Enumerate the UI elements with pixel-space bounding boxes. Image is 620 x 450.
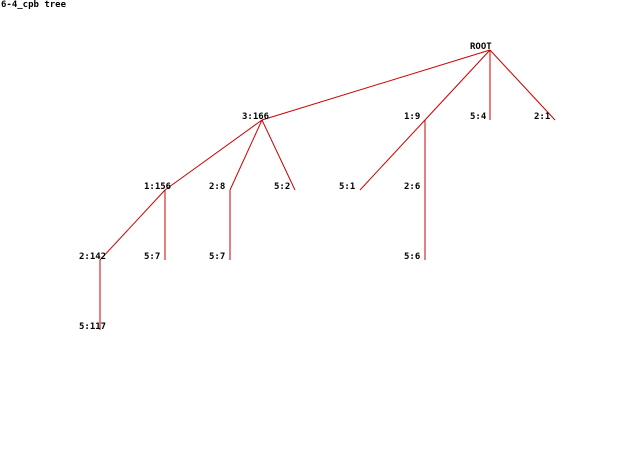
tree-node-label: 5:4 — [470, 112, 487, 122]
tree-edge — [424, 49, 491, 121]
tree-node-label: 5:6 — [404, 252, 420, 262]
tree-node-label: 5:1 — [339, 182, 355, 192]
tree-edge — [359, 119, 426, 191]
tree-node-label: 1:156 — [144, 182, 171, 192]
tree-edge — [99, 189, 166, 261]
tree-edge — [489, 49, 556, 121]
tree-node-label: 2:8 — [209, 182, 225, 192]
tree-node-label: 5:117 — [79, 322, 106, 332]
tree-node-label: 3:166 — [242, 112, 269, 122]
tree-edge — [229, 119, 263, 191]
tree-node-label: 5:2 — [274, 182, 290, 192]
tree-node-label: 5:7 — [209, 252, 225, 262]
tree-edge — [261, 49, 491, 121]
tree-node-label: 2:142 — [79, 252, 106, 262]
tree-edges — [99, 49, 556, 330]
tree-labels: ROOT 3:166 1:9 5:4 2:1 1:156 2:8 5:2 5:1 2:6 2:142… — [79, 42, 550, 332]
tree-node-label: 2:1 — [534, 112, 550, 122]
tree-node-label: 2:6 — [404, 182, 420, 192]
tree-root-label: ROOT — [470, 42, 492, 52]
tree-node-label: 5:7 — [144, 252, 160, 262]
tree-edge — [164, 119, 263, 191]
page-title: 6-4_cpb tree — [1, 0, 67, 10]
tree-node-label: 1:9 — [404, 112, 420, 122]
tree-edge — [261, 119, 296, 191]
